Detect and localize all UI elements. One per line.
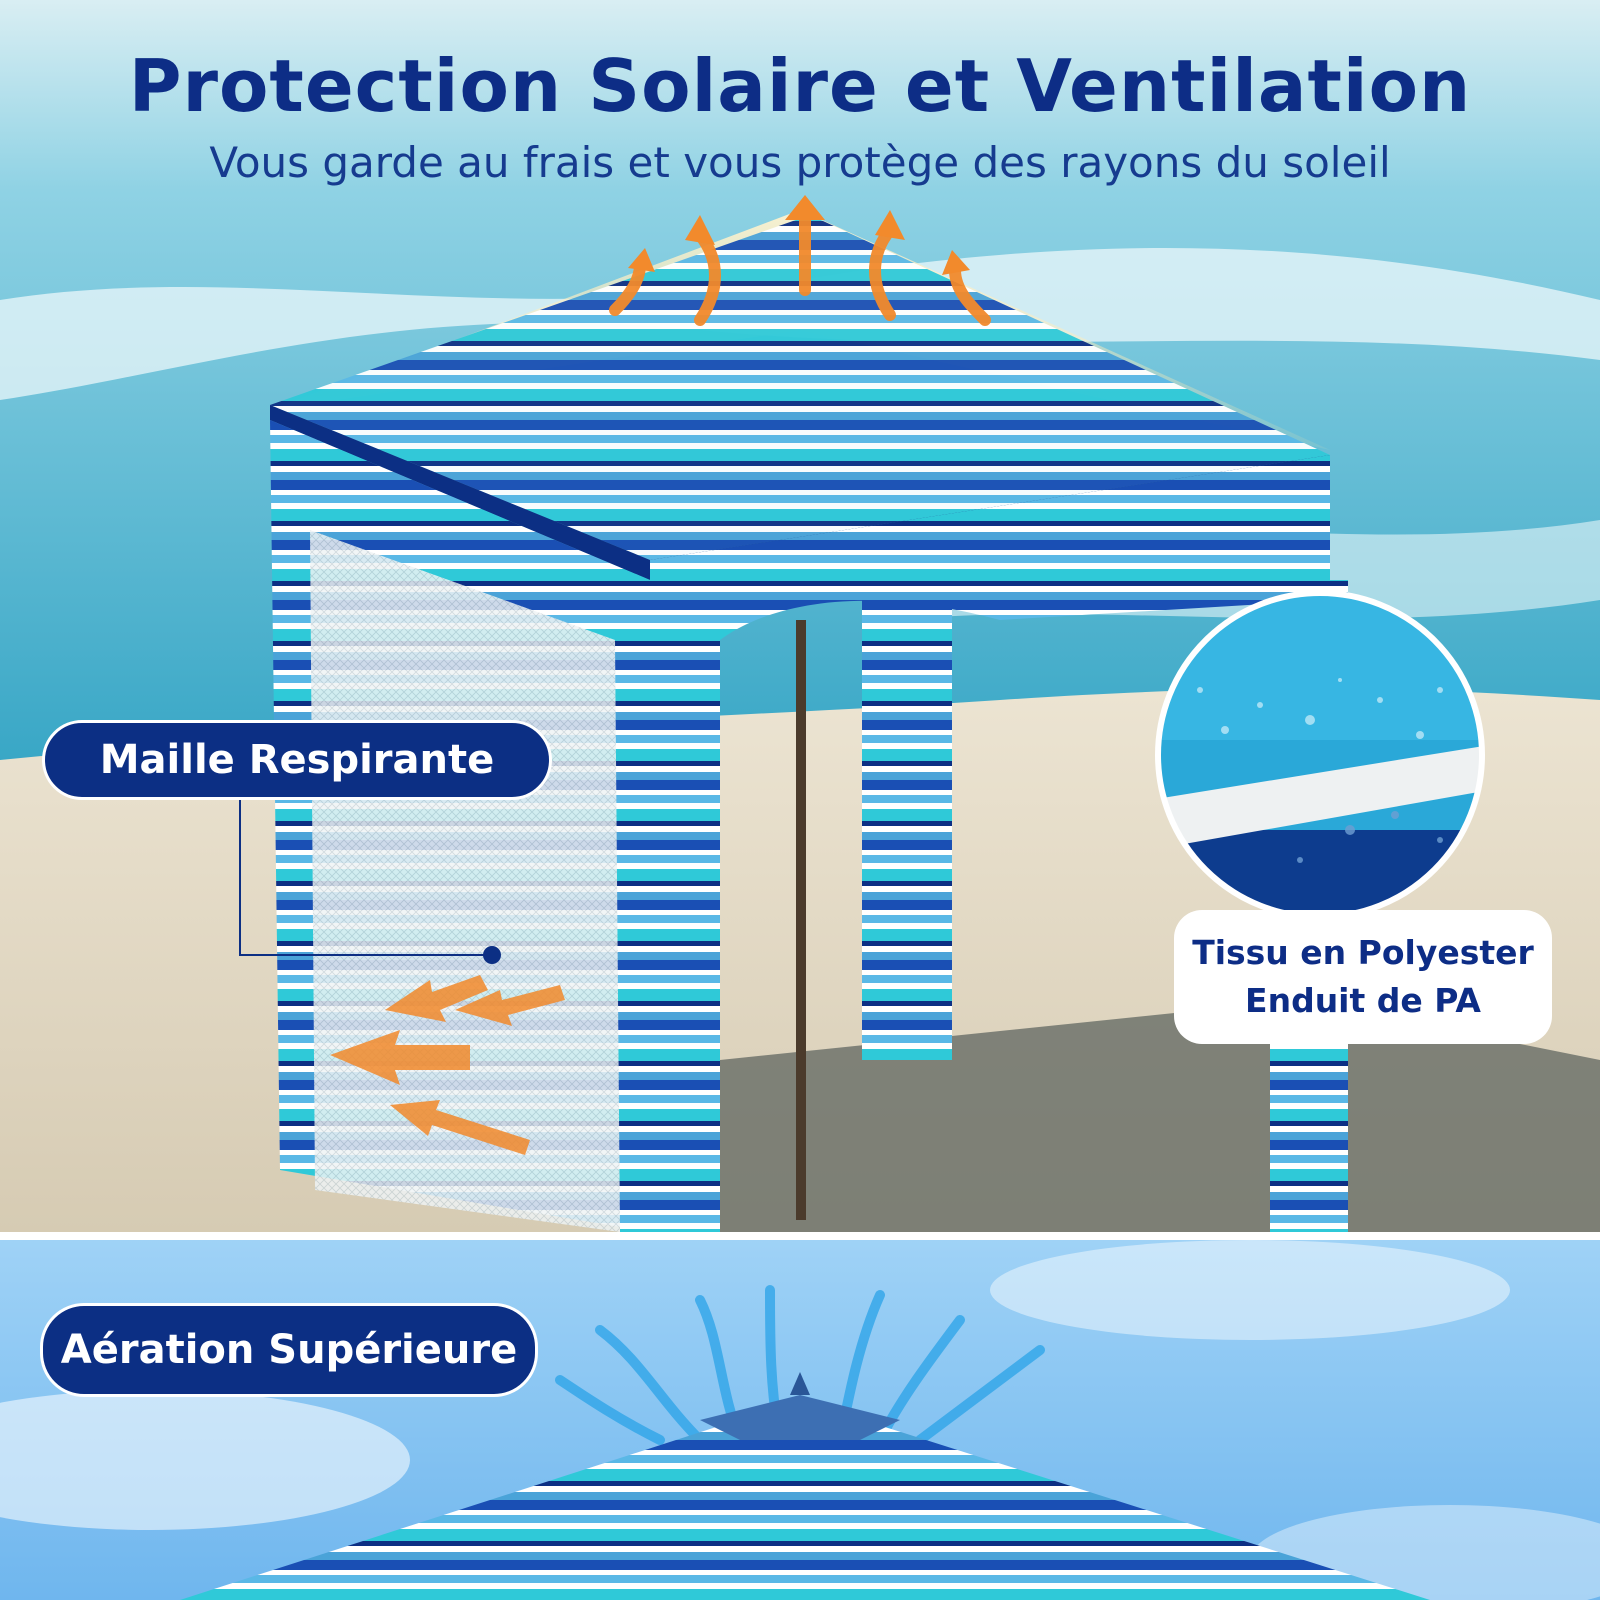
mesh-callout-label: Maille Respirante bbox=[42, 720, 552, 800]
page-title: Protection Solaire et Ventilation bbox=[128, 44, 1472, 128]
fabric-label-line1: Tissu en Polyester bbox=[1192, 933, 1534, 972]
page-subtitle: Vous garde au frais et vous protège des … bbox=[209, 138, 1391, 187]
vent-callout-label: Aération Supérieure bbox=[40, 1303, 538, 1397]
fabric-callout-label: Tissu en Polyester Enduit de PA bbox=[1174, 910, 1552, 1044]
fabric-label-line2: Enduit de PA bbox=[1245, 981, 1481, 1020]
